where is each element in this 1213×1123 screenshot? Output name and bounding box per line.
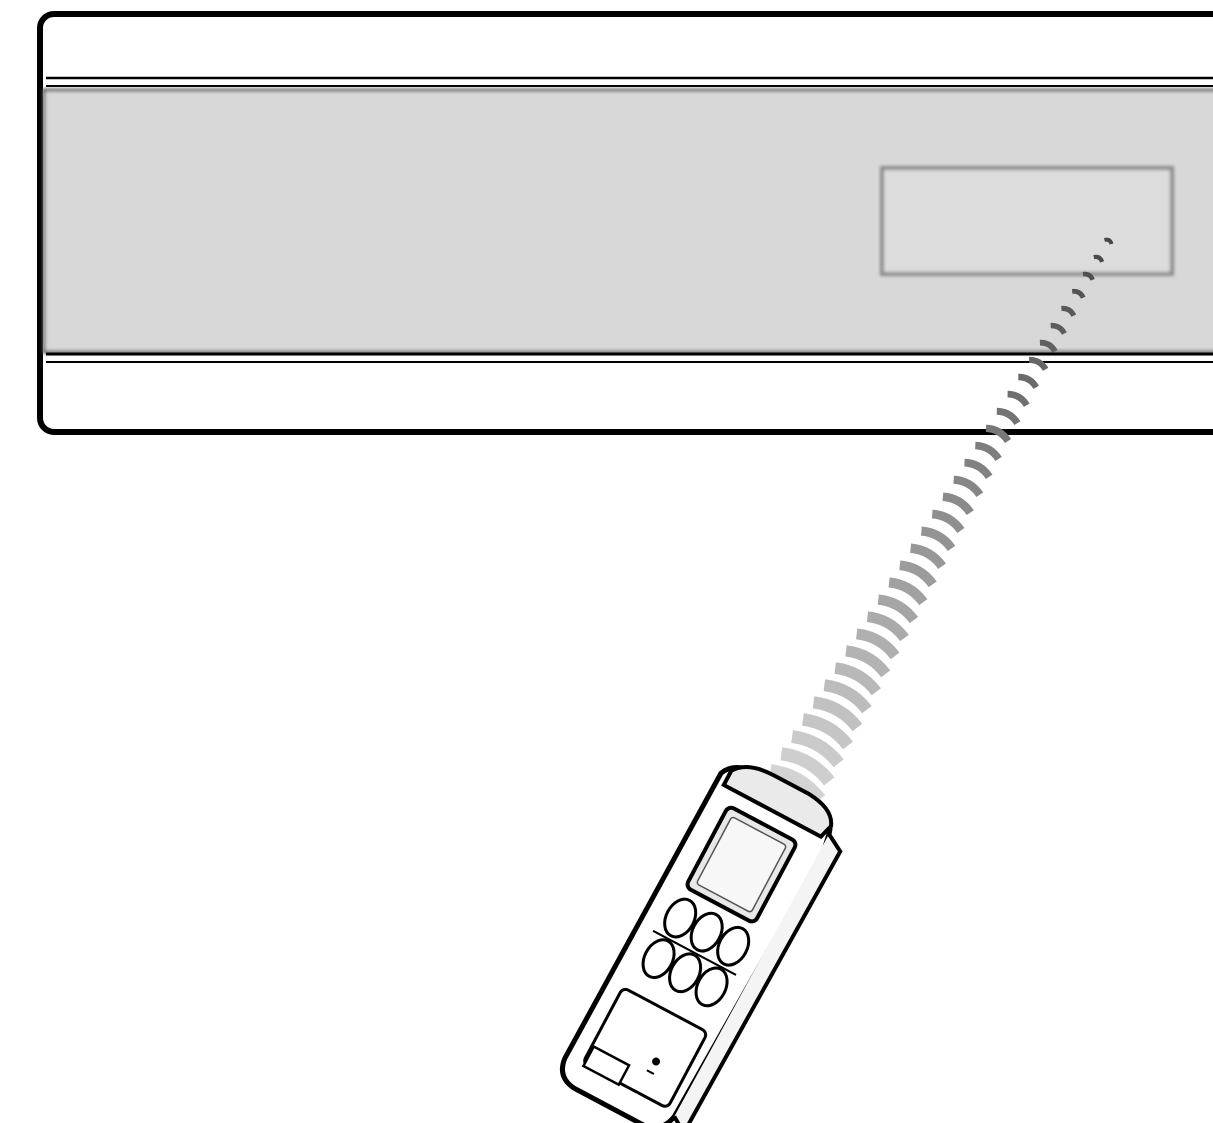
signal-segment (943, 497, 970, 513)
signal-segment (921, 531, 951, 548)
signal-segment (975, 446, 998, 459)
indoor-unit (40, 14, 1213, 432)
signal-segment (911, 548, 943, 566)
signal-segment (965, 463, 990, 477)
receiver-window-icon (882, 168, 1172, 274)
signal-segment (932, 514, 961, 531)
remote-control-icon (555, 751, 858, 1123)
signal-segment (954, 480, 980, 495)
